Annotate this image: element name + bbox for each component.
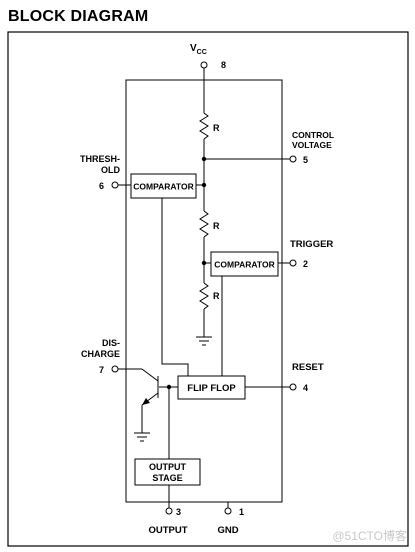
junction-dot [166, 384, 172, 390]
pin-8-number: 8 [221, 60, 226, 70]
resistor-2-symbol [199, 210, 209, 238]
comparator-bottom-box [210, 251, 279, 277]
resistor-3-label: R [213, 291, 220, 301]
resistor-2-label: R [213, 221, 220, 231]
pin-4-terminal [289, 383, 297, 391]
comparator-top-label: COMPARATOR [133, 182, 193, 192]
junction-dot [201, 260, 207, 266]
gnd-label: GND [217, 525, 238, 536]
pin-3-terminal [165, 507, 173, 515]
resistor-1-label: R [213, 123, 220, 133]
pin-4-number: 4 [303, 383, 308, 393]
pin-6-number: 6 [99, 181, 104, 191]
pin-2-terminal [289, 259, 297, 267]
transistor-emitter-arrow [142, 398, 150, 405]
discharge-label-line2: CHARGE [81, 349, 120, 359]
pin-1-terminal [224, 507, 232, 515]
transistor-collector [141, 368, 159, 382]
pin-8-terminal [200, 61, 208, 69]
control-voltage-label-line2: VOLTAGE [292, 140, 332, 150]
comparator-bottom-label: COMPARATOR [214, 260, 274, 270]
pin-7-number: 7 [99, 365, 104, 375]
threshold-label-line2: OLD [101, 165, 120, 175]
resistor-3-symbol [199, 282, 209, 310]
output-stage-box [134, 458, 201, 486]
diagram-title: BLOCK DIAGRAM [8, 8, 149, 25]
pin-3-number: 3 [176, 507, 181, 517]
comparator-top-output-wire [161, 198, 189, 376]
discharge-label-line1: DIS- [102, 338, 120, 348]
threshold-label-line1: THRESH- [80, 154, 120, 164]
comparator-top-box [130, 173, 197, 199]
flip-flop-label: FLIP FLOP [187, 383, 236, 394]
junction-dot [201, 156, 207, 162]
pin-5-terminal [289, 155, 297, 163]
pin-1-number: 1 [239, 507, 244, 517]
outer-frame [7, 31, 409, 547]
reset-label: RESET [292, 362, 324, 373]
pin-5-number: 5 [303, 155, 308, 165]
output-stage-label-line2: STAGE [152, 473, 182, 483]
flip-flop-box [177, 375, 246, 400]
output-stage-label-line1: OUTPUT [149, 462, 187, 472]
junction-dot [201, 182, 207, 188]
pin-2-number: 2 [303, 259, 308, 269]
watermark: @51CTO博客 [332, 529, 407, 543]
control-voltage-label-line1: CONTROL [292, 130, 334, 140]
output-label: OUTPUT [148, 525, 187, 536]
resistor-1-symbol [199, 112, 209, 140]
vcc-label: VCC [190, 43, 207, 56]
trigger-label: TRIGGER [290, 239, 333, 250]
pin-6-terminal [111, 181, 119, 189]
pin-7-terminal [111, 365, 119, 373]
